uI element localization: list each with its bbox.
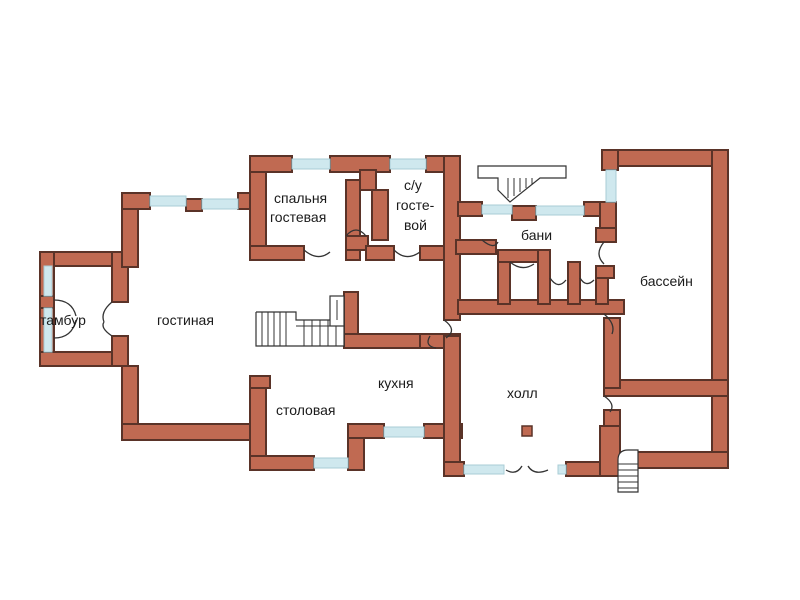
doors [53, 229, 614, 473]
label-su-1: с/у [404, 177, 422, 193]
label-spalnya-2: гостевая [270, 209, 326, 225]
label-tambur: тамбур [40, 312, 86, 328]
label-spalnya-1: спальня [274, 190, 327, 206]
walls [39, 149, 729, 477]
windows [43, 158, 617, 475]
label-holl: холл [507, 385, 538, 401]
label-gostinaya: гостиная [157, 312, 214, 328]
entry-stairs [617, 449, 639, 493]
main-stairs [255, 295, 345, 347]
room-labels: тамбур гостиная спальня гостевая с/у гос… [40, 177, 693, 418]
label-su-2: госте- [396, 197, 435, 213]
label-su-3: вой [404, 217, 427, 233]
label-stolovaya: столовая [276, 402, 336, 418]
label-bani: бани [521, 227, 552, 243]
label-basseyn: бассейн [640, 273, 693, 289]
label-kuhnya: кухня [378, 375, 414, 391]
hall-column [521, 425, 533, 437]
upper-stairs [477, 165, 567, 203]
